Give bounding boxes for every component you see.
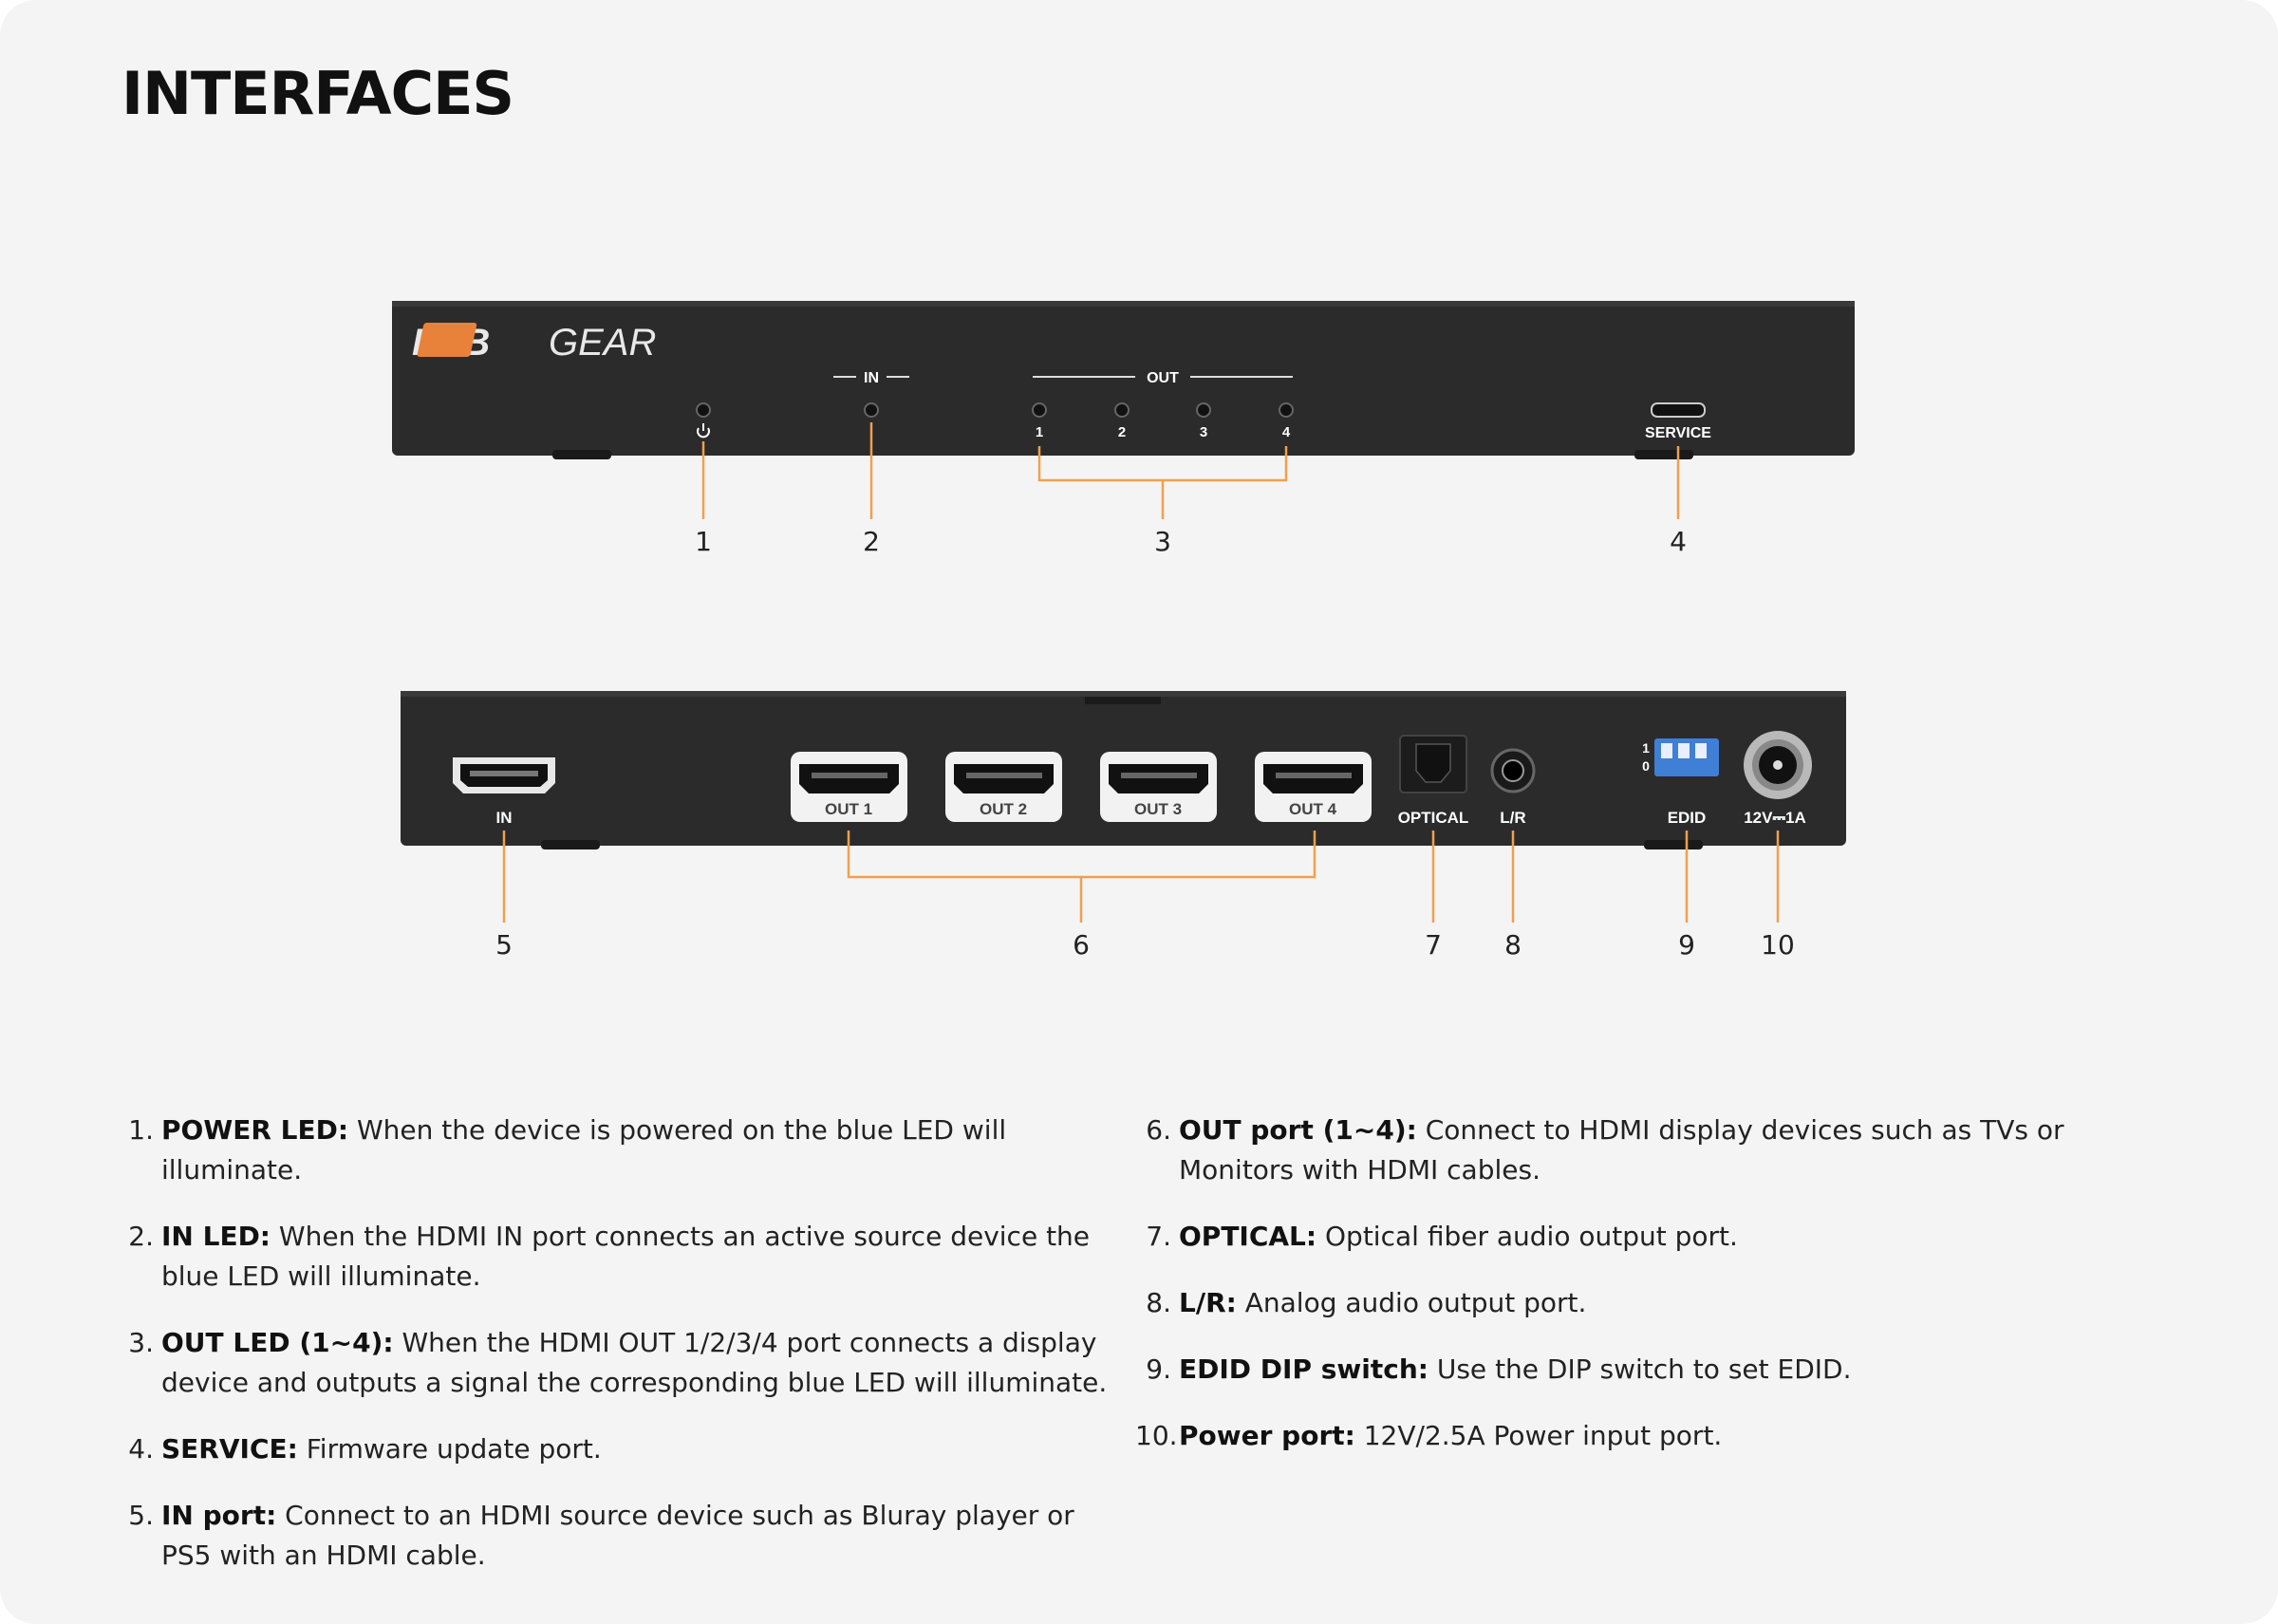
description-item: 2.IN LED: When the HDMI IN port connects… [121, 1217, 1109, 1297]
out-led-label-4: 4 [1282, 424, 1291, 440]
callout-8: 8 [1504, 929, 1522, 961]
description-list-right: 6.OUT port (1~4): Connect to HDMI displa… [1135, 1111, 2164, 1483]
item-term: IN port: [161, 1500, 277, 1531]
page-title: INTERFACES [121, 59, 514, 128]
out-led-label-1: 1 [1036, 424, 1043, 440]
item-text: Optical fiber audio output port. [1316, 1221, 1738, 1252]
rear-callout-lines [502, 831, 1780, 923]
item-number: 9. [1146, 1353, 1171, 1385]
callout-1: 1 [695, 526, 712, 557]
optical-port [1399, 735, 1467, 793]
front-in-label: IN [864, 370, 879, 386]
front-callout-lines [701, 422, 1680, 519]
item-term: Power port: [1179, 1420, 1355, 1451]
rear-panel: IN OUT 1 OUT 2 OUT 3 OUT 4 [401, 691, 1846, 849]
item-text: Use the DIP switch to set EDID. [1428, 1353, 1852, 1385]
item-text: When the device is powered on the blue L… [161, 1114, 1007, 1185]
out-led-label-2: 2 [1118, 424, 1126, 440]
power-led [696, 402, 711, 418]
lr-label: L/R [1500, 809, 1525, 827]
service-port [1651, 402, 1706, 418]
brand-right: GEAR [549, 322, 656, 364]
out-led-label-3: 3 [1200, 424, 1207, 440]
callout-3: 3 [1154, 526, 1171, 557]
lr-audio-jack [1490, 748, 1536, 793]
item-text: Connect to HDMI display devices such as … [1179, 1114, 2064, 1185]
item-text: 12V/2.5A Power input port. [1354, 1420, 1723, 1451]
out-led-1 [1032, 402, 1047, 418]
service-label: SERVICE [1645, 425, 1711, 441]
front-out-label: OUT [1147, 370, 1179, 386]
hdmi-in-port [453, 757, 555, 793]
dc-power-jack [1744, 731, 1812, 799]
callout-9: 9 [1678, 929, 1695, 961]
description-item: 1.POWER LED: When the device is powered … [121, 1111, 1109, 1190]
description-item: 10.Power port: 12V/2.5A Power input port… [1135, 1416, 2164, 1456]
description-item: 5.IN port: Connect to an HDMI source dev… [121, 1496, 1109, 1576]
out-port-label-1: OUT 1 [825, 800, 872, 818]
item-number: 2. [128, 1221, 154, 1252]
item-number: 8. [1146, 1287, 1171, 1318]
callout-2: 2 [863, 526, 880, 557]
item-term: POWER LED: [161, 1114, 349, 1146]
out-port-label-2: OUT 2 [980, 800, 1027, 818]
description-list-left: 1.POWER LED: When the device is powered … [121, 1111, 1109, 1602]
out-port-label-3: OUT 3 [1134, 800, 1182, 818]
item-number: 1. [128, 1114, 154, 1146]
item-number: 3. [128, 1327, 154, 1358]
edid-dip-switch [1654, 738, 1719, 776]
hdmi-out-port-1: OUT 1 [791, 752, 907, 822]
item-term: EDID DIP switch: [1179, 1353, 1428, 1385]
item-number: 7. [1146, 1221, 1171, 1252]
out-port-label-4: OUT 4 [1289, 800, 1337, 818]
item-term: OPTICAL: [1179, 1221, 1317, 1252]
optical-label: OPTICAL [1398, 809, 1469, 827]
description-item: 3.OUT LED (1~4): When the HDMI OUT 1/2/3… [121, 1323, 1109, 1403]
power-label: 12V⎓1A [1744, 809, 1806, 827]
item-term: OUT LED (1~4): [161, 1327, 394, 1358]
hdmi-out-port-4: OUT 4 [1255, 752, 1372, 822]
callout-4: 4 [1670, 526, 1687, 557]
dip-scale-0: 0 [1642, 758, 1650, 774]
item-text: Analog audio output port. [1236, 1287, 1587, 1318]
item-text: When the HDMI OUT 1/2/3/4 port connects … [161, 1327, 1108, 1398]
item-term: OUT port (1~4): [1179, 1114, 1417, 1146]
out-led-4 [1279, 402, 1294, 418]
dip-scale-1: 1 [1642, 740, 1650, 756]
description-item: 8. L/R: Analog audio output port. [1139, 1283, 2164, 1323]
power-icon [697, 423, 710, 439]
out-led-2 [1114, 402, 1130, 418]
item-text: Connect to an HDMI source device such as… [161, 1500, 1074, 1571]
callout-7: 7 [1425, 929, 1442, 961]
hdmi-out-port-2: OUT 2 [945, 752, 1062, 822]
item-number: 5. [128, 1500, 154, 1531]
item-text: When the HDMI IN port connects an active… [161, 1221, 1091, 1292]
item-term: SERVICE: [161, 1433, 298, 1465]
description-item: 4.SERVICE: Firmware update port. [121, 1429, 1109, 1469]
hdmi-out-port-3: OUT 3 [1100, 752, 1217, 822]
description-item: 6.OUT port (1~4): Connect to HDMI displa… [1139, 1111, 2164, 1190]
rear-in-label: IN [496, 809, 513, 827]
item-number: 10. [1135, 1420, 1178, 1451]
in-led [864, 402, 879, 418]
callout-6: 6 [1073, 929, 1090, 961]
edid-label: EDID [1668, 809, 1707, 827]
description-item: 7. OPTICAL: Optical fiber audio output po… [1139, 1217, 2164, 1257]
item-number: 6. [1146, 1114, 1171, 1146]
interfaces-diagram: BZB GEAR IN OUT 1 2 3 4 SERVICE [392, 301, 1855, 961]
item-text: Firmware update port. [297, 1433, 602, 1465]
callout-10: 10 [1761, 929, 1795, 961]
item-term: IN LED: [161, 1221, 271, 1252]
item-term: L/R: [1179, 1287, 1237, 1318]
item-number: 4. [128, 1433, 154, 1465]
description-item: 9.EDID DIP switch: Use the DIP switch to… [1139, 1350, 2164, 1390]
front-panel: BZB GEAR IN OUT 1 2 3 4 SERVICE [392, 301, 1855, 459]
brand-logo: BZB GEAR [412, 322, 656, 364]
out-led-3 [1196, 402, 1211, 418]
callout-5: 5 [495, 929, 513, 961]
